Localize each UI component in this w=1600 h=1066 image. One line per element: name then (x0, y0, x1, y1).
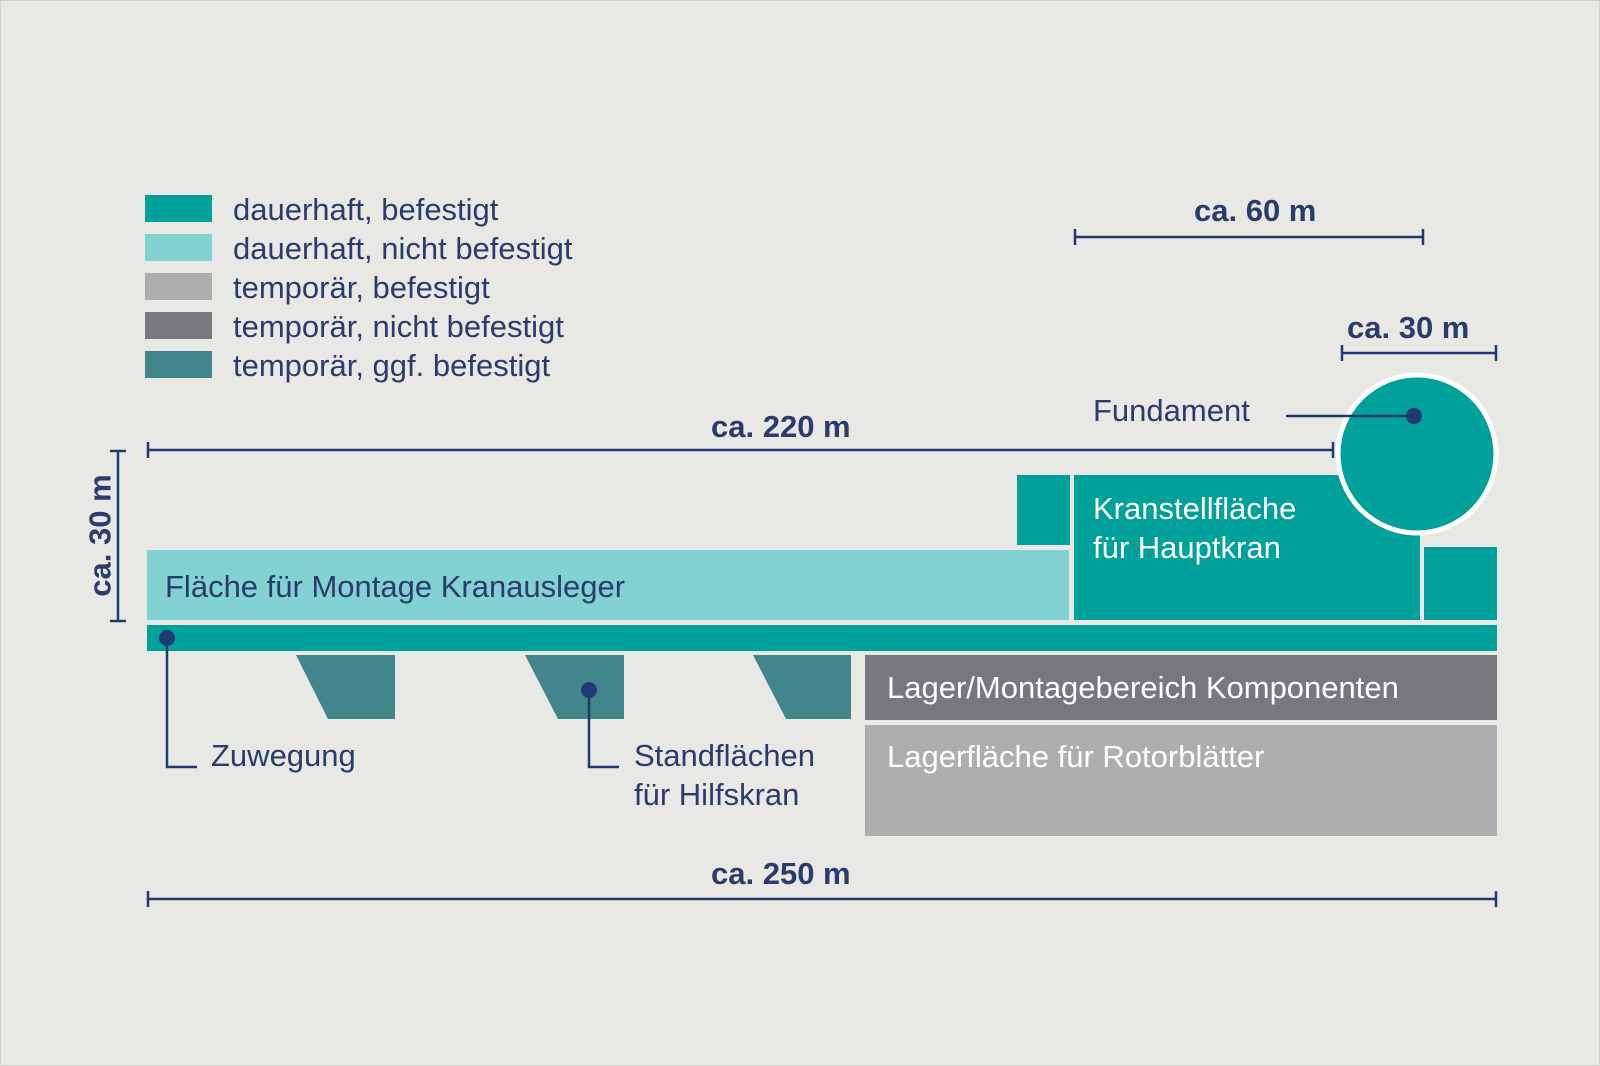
leader-lines (165, 414, 1414, 769)
legend-label-permanent-unpaved: dauerhaft, nicht befestigt (233, 231, 573, 266)
dim-label-60m: ca. 60 m (1194, 193, 1317, 228)
dimension-lines (110, 229, 1498, 907)
legend-swatch-temporary-paved (145, 273, 212, 300)
dot-standflaechen (581, 682, 597, 698)
label-zuwegung: Zuwegung (211, 738, 356, 773)
legend-swatch-permanent-unpaved (145, 234, 212, 261)
legend-label-temporary-paved: temporär, befestigt (233, 270, 490, 305)
legend-swatch-permanent-paved (145, 195, 212, 222)
hilfskran-pad-2 (525, 655, 624, 719)
dim-label-250m: ca. 250 m (711, 856, 851, 891)
label-lager-montage: Lager/Montagebereich Komponenten (887, 670, 1399, 705)
hilfskran-pad-1 (296, 655, 395, 719)
small-block-right (1424, 547, 1497, 620)
hilfskran-pad-3 (753, 655, 851, 719)
label-kranstellflaeche: Kranstellfläche für Hauptkran (1093, 491, 1297, 565)
zuwegung-road (147, 625, 1497, 651)
label-montage-kranausleger: Fläche für Montage Kranausleger (165, 569, 626, 604)
label-fundament: Fundament (1093, 393, 1250, 428)
label-standflaechen: Standflächen für Hilfskran (634, 738, 815, 812)
legend-label-permanent-paved: dauerhaft, befestigt (233, 192, 499, 227)
lagerflaeche-rotor-area (865, 725, 1497, 836)
dot-zuwegung (159, 630, 175, 646)
small-block-left (1017, 475, 1070, 545)
dot-fundament (1406, 408, 1422, 424)
leader-standflaechen (587, 690, 619, 769)
dim-label-220m: ca. 220 m (711, 409, 851, 444)
dim-label-30m-left: ca. 30 m (82, 474, 118, 597)
lager-montage-area (865, 655, 1497, 720)
legend-label-temporary-optional: temporär, ggf. befestigt (233, 348, 551, 383)
fundament-circle (1335, 372, 1499, 536)
leader-zuwegung (165, 638, 197, 769)
legend-swatch-temporary-optional (145, 351, 212, 378)
dim-label-30m-top: ca. 30 m (1347, 310, 1470, 345)
label-lagerflaeche-rotor: Lagerfläche für Rotorblätter (887, 739, 1265, 774)
legend-swatch-temporary-unpaved (145, 312, 212, 339)
montage-kranausleger-area (147, 550, 1069, 620)
legend-label-temporary-unpaved: temporär, nicht befestigt (233, 309, 564, 344)
